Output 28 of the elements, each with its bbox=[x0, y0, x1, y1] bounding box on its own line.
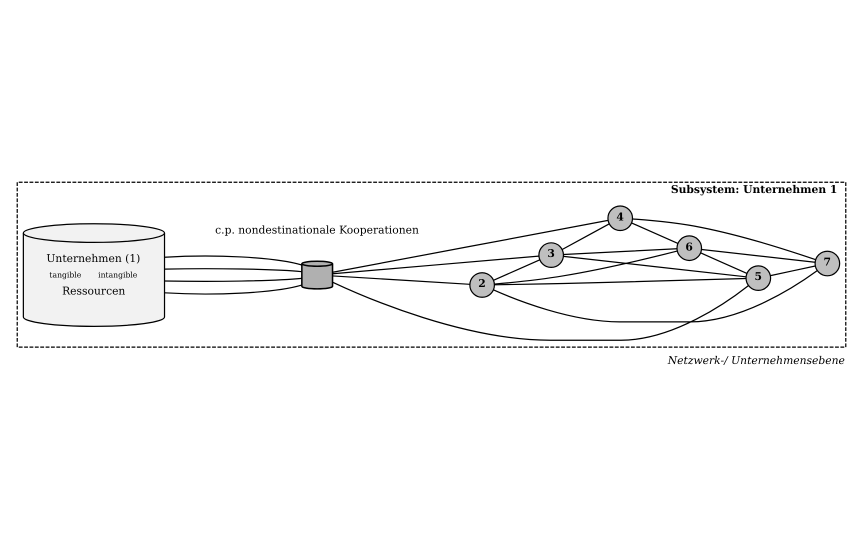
connector bbox=[564, 248, 677, 256]
connector bbox=[493, 270, 818, 322]
connector bbox=[632, 218, 816, 260]
label: c.p. nondestinationale Kooperationen bbox=[215, 223, 419, 236]
connector bbox=[164, 268, 302, 272]
node-circle: 4 bbox=[607, 205, 634, 232]
connector bbox=[494, 250, 678, 285]
connector bbox=[632, 222, 678, 244]
connector bbox=[332, 275, 470, 285]
connector bbox=[332, 220, 608, 273]
connector bbox=[770, 265, 816, 276]
connector bbox=[494, 259, 540, 281]
node-circle: 7 bbox=[814, 250, 840, 276]
connector bbox=[164, 284, 302, 295]
caption: Netzwerk-/ Unternehmensebene bbox=[668, 354, 845, 368]
connector bbox=[164, 255, 302, 266]
node-circle: 6 bbox=[676, 235, 702, 262]
connector bbox=[494, 278, 746, 286]
connector bbox=[564, 256, 746, 278]
node-circle: 3 bbox=[538, 242, 564, 268]
connector bbox=[700, 252, 748, 274]
node-circle: 2 bbox=[469, 272, 496, 298]
connector bbox=[702, 248, 816, 263]
connector bbox=[562, 223, 610, 250]
connector bbox=[164, 278, 302, 282]
connector bbox=[332, 255, 539, 274]
node-circle: 5 bbox=[745, 265, 772, 291]
connector bbox=[332, 282, 749, 341]
